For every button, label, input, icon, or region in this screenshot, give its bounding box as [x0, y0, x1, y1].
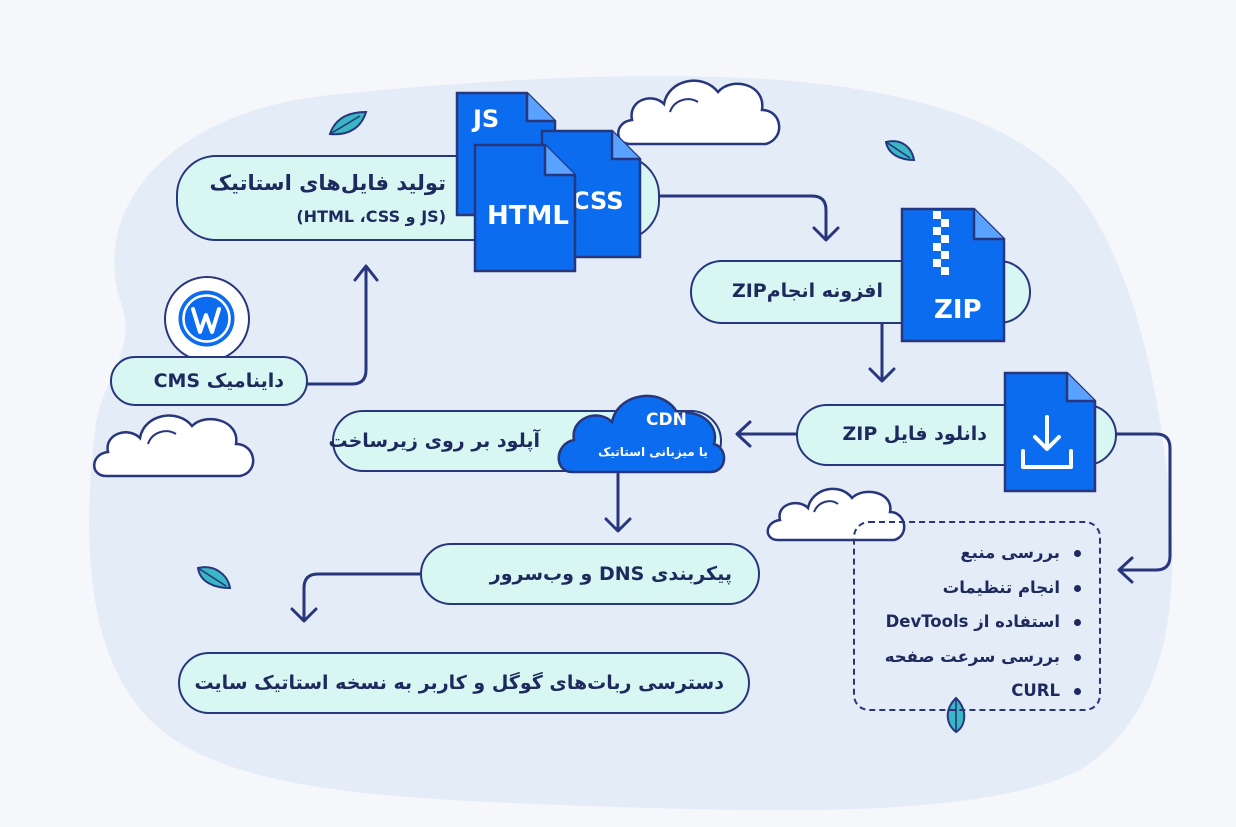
arrow-static-to-zip	[658, 194, 828, 240]
checklist-item: بررسی منبع	[885, 543, 1081, 578]
js-file-label: JS	[473, 105, 500, 133]
static-files-title: تولید فایل‌های استاتیک	[209, 171, 447, 195]
css-file-label: CSS	[572, 187, 624, 215]
cloud-icon	[617, 79, 781, 146]
cdn-subtitle: یا میزبانی استاتیک	[598, 445, 708, 459]
upload-label: آپلود بر روی زیرساخت	[328, 430, 540, 452]
cloud-icon	[93, 414, 255, 478]
cloud-icon	[766, 487, 906, 542]
download-zip-label: دانلود فایل ZIP	[842, 423, 988, 445]
download-file-icon	[1003, 371, 1097, 493]
wordpress-icon	[164, 276, 250, 362]
arrow-dns-to-access	[302, 572, 422, 622]
node-dynamic-cms: داینامیک CMS	[110, 356, 308, 406]
cdn-cloud-icon: CDN یا میزبانی استاتیک	[552, 378, 732, 482]
cdn-title: CDN	[646, 410, 687, 430]
checklist-box: بررسی منبع انجام تنظیمات استفاده از DevT…	[853, 521, 1101, 711]
dns-label: پیکربندی DNS و وب‌سرور	[489, 563, 732, 585]
checklist-item: استفاده از DevTools	[885, 612, 1081, 647]
zip-plugin-label: افزونه انجامZIP	[731, 280, 883, 302]
dynamic-cms-label: داینامیک CMS	[153, 370, 284, 392]
zipper-icon	[933, 211, 949, 275]
checklist: بررسی منبع انجام تنظیمات استفاده از DevT…	[885, 543, 1081, 716]
static-files-subtitle: (JS و HTML ،CSS)	[296, 207, 446, 226]
download-icon	[1021, 415, 1073, 469]
zip-file-icon: ZIP	[900, 207, 1006, 343]
leaf-icon	[884, 140, 916, 162]
leaf-icon	[196, 566, 232, 590]
html-file-label: HTML	[487, 201, 569, 231]
arrow-download-to-checklist	[1115, 432, 1172, 572]
node-dns: پیکربندی DNS و وب‌سرور	[420, 543, 760, 605]
access-label: دسترسی ربات‌های گوگل و کاربر به نسخه است…	[194, 672, 724, 694]
node-access: دسترسی ربات‌های گوگل و کاربر به نسخه است…	[178, 652, 750, 714]
checklist-item: CURL	[885, 681, 1081, 716]
leaf-icon	[328, 110, 368, 136]
zip-file-label: ZIP	[934, 295, 982, 325]
checklist-item: بررسی سرعت صفحه	[885, 647, 1081, 682]
arrow-cms-to-static	[306, 266, 368, 386]
html-file-icon: HTML	[473, 143, 577, 273]
checklist-item: انجام تنظیمات	[885, 578, 1081, 613]
